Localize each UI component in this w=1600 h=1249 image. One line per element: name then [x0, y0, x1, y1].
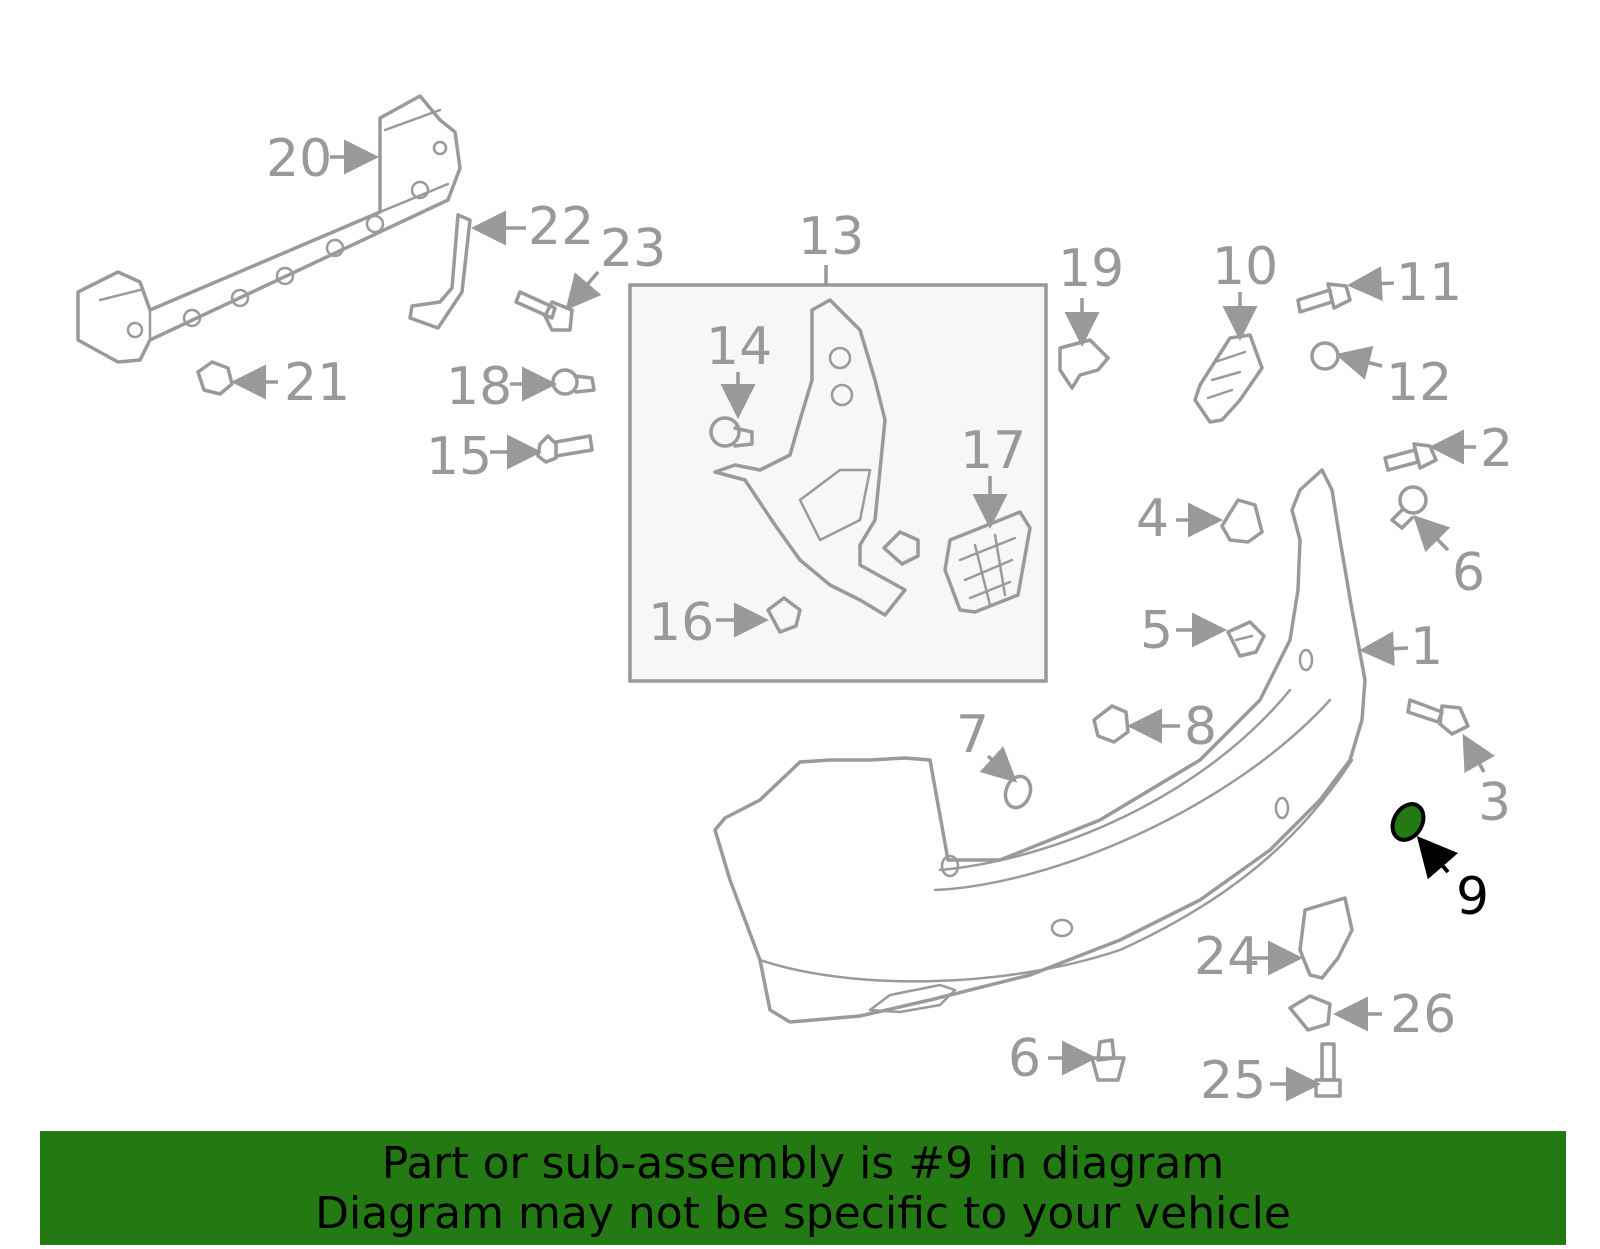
nut-21: [196, 360, 234, 396]
callout-6-lower: 6: [1008, 1029, 1041, 1089]
callout-6-upper: 6: [1452, 543, 1485, 603]
callout-5: 5: [1140, 601, 1173, 661]
callout-16: 16: [648, 593, 714, 653]
callout-17: 17: [960, 421, 1026, 481]
bracket-24: [1298, 896, 1354, 980]
info-banner: Part or sub-assembly is #9 in diagram Di…: [40, 1131, 1566, 1245]
nut-16: [766, 596, 802, 634]
clip-6-lower: [1090, 1038, 1126, 1082]
callout-23: 23: [600, 219, 666, 279]
nut-12: [1310, 341, 1340, 371]
callout-21: 21: [284, 353, 350, 413]
cage-nut: [882, 530, 920, 566]
callout-14: 14: [706, 317, 772, 377]
bumper-cover: [713, 468, 1367, 1024]
callout-19: 19: [1058, 239, 1124, 299]
callout-25: 25: [1200, 1051, 1266, 1111]
bolt-11: [1296, 282, 1352, 314]
screw-15: [536, 434, 594, 464]
clip-8: [1092, 704, 1130, 744]
callout-20: 20: [266, 129, 332, 189]
callout-15: 15: [426, 427, 492, 487]
callout-18: 18: [446, 357, 512, 417]
bolt-2: [1383, 442, 1438, 472]
clip-26: [1288, 994, 1332, 1032]
push-pin-18: [551, 368, 596, 396]
sub-assembly-box: [628, 283, 1048, 683]
bolt-23: [514, 290, 574, 332]
bolt-25: [1314, 1042, 1342, 1098]
bracket: [408, 213, 472, 330]
callout-8: 8: [1184, 697, 1217, 757]
highlighted-plug-9[interactable]: [1386, 799, 1429, 846]
callout-26: 26: [1390, 985, 1456, 1045]
callout-11: 11: [1396, 253, 1462, 313]
screw-3: [1406, 698, 1470, 736]
clip-19: [1058, 338, 1110, 390]
callout-13: 13: [798, 207, 864, 267]
callout-7: 7: [956, 705, 989, 765]
side-bracket: [713, 298, 907, 617]
bracket-10: [1193, 333, 1264, 424]
callout-9[interactable]: 9: [1456, 867, 1489, 927]
callout-1: 1: [1410, 617, 1443, 677]
callout-12: 12: [1386, 353, 1452, 413]
clip-4: [1220, 498, 1264, 544]
banner-line-1: Part or sub-assembly is #9 in diagram: [381, 1138, 1225, 1189]
callout-22: 22: [528, 197, 594, 257]
callout-3: 3: [1478, 773, 1511, 833]
callout-10: 10: [1212, 237, 1278, 297]
reinforcement-beam: [76, 94, 462, 364]
callout-4: 4: [1136, 489, 1169, 549]
callout-24: 24: [1194, 927, 1260, 987]
clip-5: [1226, 620, 1266, 658]
grille-17: [943, 510, 1032, 614]
clip-6-upper: [1390, 485, 1428, 530]
callout-2: 2: [1480, 419, 1513, 479]
plug-7: [1003, 774, 1033, 810]
banner-line-2: Diagram may not be specific to your vehi…: [315, 1188, 1291, 1239]
